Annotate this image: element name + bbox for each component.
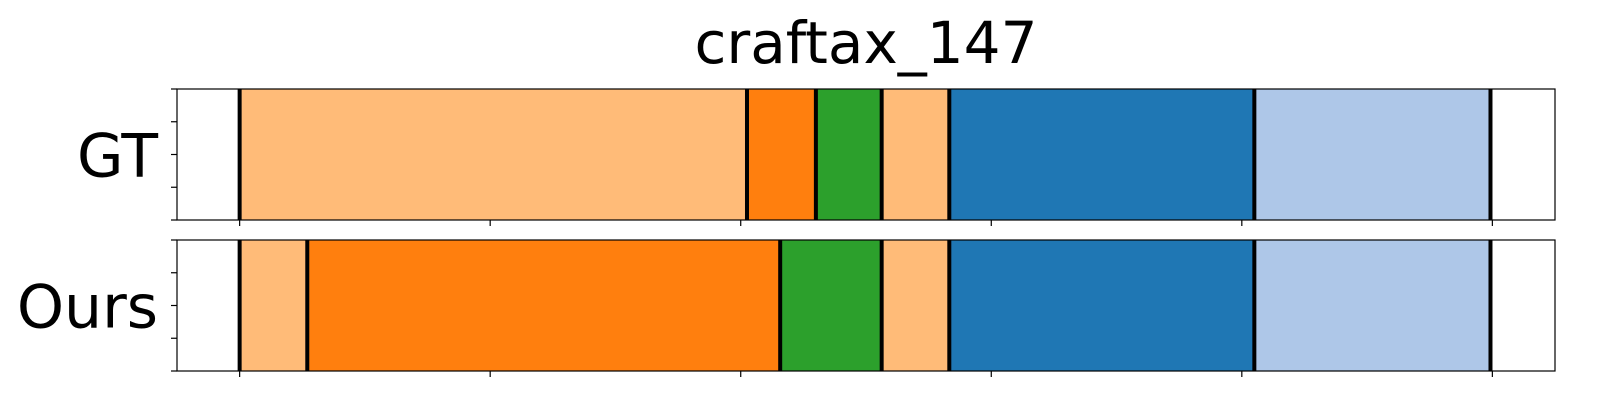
segment-bar <box>881 89 950 220</box>
segment-bar <box>1254 240 1491 371</box>
rows: GT Ours <box>17 88 1556 377</box>
segment-bar <box>780 240 882 371</box>
row-0: GT <box>77 88 1556 226</box>
segment-bar <box>949 89 1255 220</box>
segment-bar <box>307 240 781 371</box>
segment-bar <box>746 89 816 220</box>
row-label: Ours <box>17 273 158 343</box>
segment-bar <box>1254 89 1491 220</box>
row-1: Ours <box>17 239 1556 377</box>
segment-bar <box>881 240 950 371</box>
row-label: GT <box>77 122 158 192</box>
segment-bar <box>949 240 1255 371</box>
segment-bar <box>239 89 747 220</box>
chart-title: craftax_147 <box>695 9 1038 77</box>
segment-bar <box>815 89 882 220</box>
segment-bar <box>239 240 308 371</box>
